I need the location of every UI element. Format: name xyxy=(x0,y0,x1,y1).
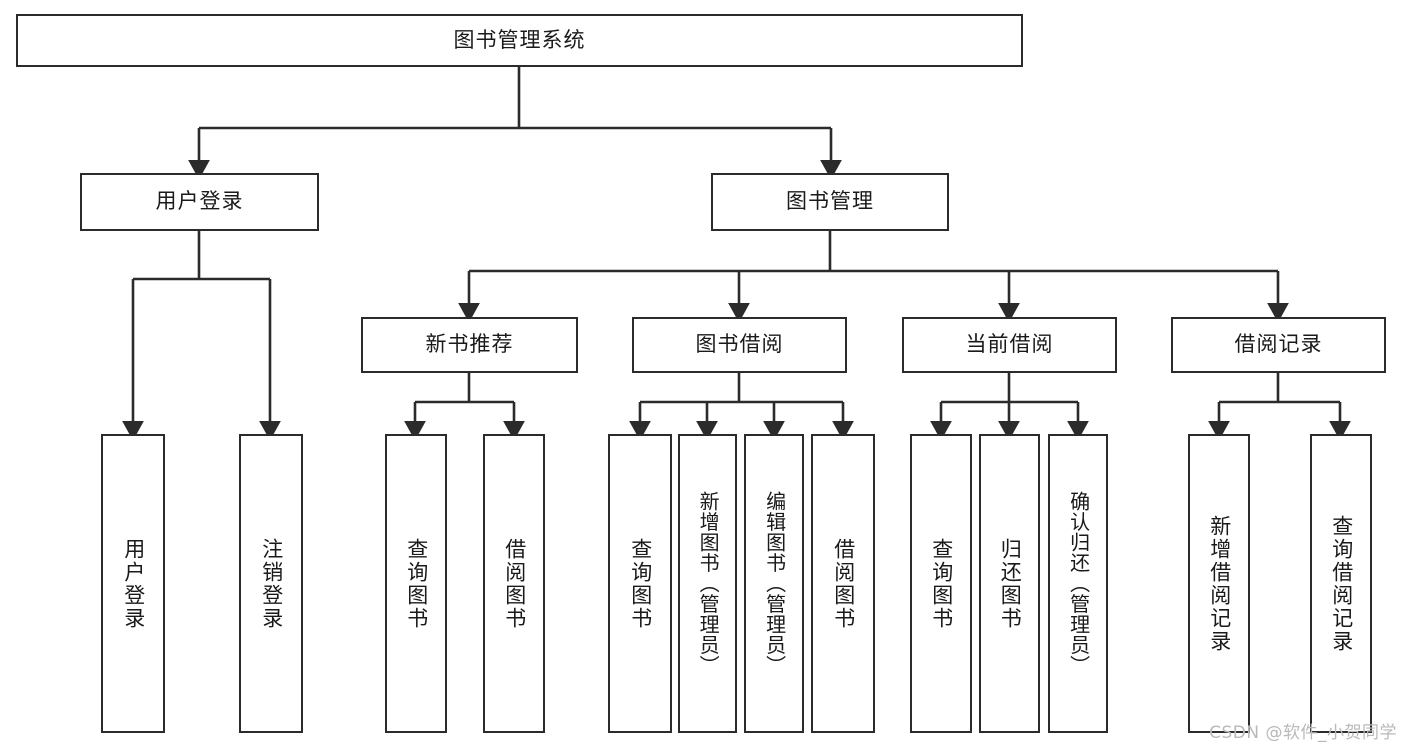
node-label: 借阅记录 xyxy=(1234,332,1323,357)
node-label: 新书推荐 xyxy=(425,332,514,357)
leaf-query-book-borrow[interactable]: 查询图书 xyxy=(608,434,672,733)
leaf-edit-book-admin[interactable]: 编辑图书（管理员） xyxy=(744,434,804,733)
node-label: 查询图书 xyxy=(628,537,653,630)
node-user-login[interactable]: 用户登录 xyxy=(80,173,319,231)
node-new-book-recommend[interactable]: 新书推荐 xyxy=(361,317,578,373)
leaf-user-login[interactable]: 用户登录 xyxy=(101,434,165,733)
node-label: 编辑图书（管理员） xyxy=(762,491,787,676)
leaf-add-borrow-record[interactable]: 新增借阅记录 xyxy=(1188,434,1250,733)
leaf-borrow-book[interactable]: 借阅图书 xyxy=(811,434,875,733)
leaf-confirm-return-admin[interactable]: 确认归还（管理员） xyxy=(1048,434,1108,733)
node-label: 归还图书 xyxy=(998,537,1023,630)
node-label: 图书管理 xyxy=(786,189,874,214)
node-label: 注销登录 xyxy=(259,537,284,630)
node-label: 用户登录 xyxy=(155,189,244,214)
node-label: 查询借阅记录 xyxy=(1329,514,1354,653)
watermark-text: CSDN @软件_小贺同学 xyxy=(1209,723,1397,743)
node-label: 借阅图书 xyxy=(502,537,527,630)
node-label: 查询图书 xyxy=(929,537,954,630)
node-label: 新增借阅记录 xyxy=(1207,514,1232,653)
node-label: 查询图书 xyxy=(404,537,429,630)
node-label: 确认归还（管理员） xyxy=(1066,491,1091,676)
node-label: 用户登录 xyxy=(121,537,146,630)
node-label: 借阅图书 xyxy=(831,537,856,630)
node-book-management[interactable]: 图书管理 xyxy=(711,173,949,231)
node-label: 新增图书（管理员） xyxy=(696,491,721,676)
node-label: 图书管理系统 xyxy=(453,27,586,52)
node-borrow-record[interactable]: 借阅记录 xyxy=(1171,317,1386,373)
leaf-query-borrow-record[interactable]: 查询借阅记录 xyxy=(1310,434,1372,733)
node-book-borrow[interactable]: 图书借阅 xyxy=(632,317,847,373)
node-root-book-management-system[interactable]: 图书管理系统 xyxy=(16,14,1023,67)
leaf-query-book-new[interactable]: 查询图书 xyxy=(385,434,447,733)
leaf-return-book[interactable]: 归还图书 xyxy=(979,434,1040,733)
leaf-borrow-book-new[interactable]: 借阅图书 xyxy=(483,434,545,733)
leaf-logout[interactable]: 注销登录 xyxy=(239,434,303,733)
node-current-borrow[interactable]: 当前借阅 xyxy=(902,317,1117,373)
leaf-add-book-admin[interactable]: 新增图书（管理员） xyxy=(678,434,737,733)
node-label: 图书借阅 xyxy=(695,332,784,357)
leaf-query-book-current[interactable]: 查询图书 xyxy=(910,434,972,733)
node-label: 当前借阅 xyxy=(965,332,1054,357)
